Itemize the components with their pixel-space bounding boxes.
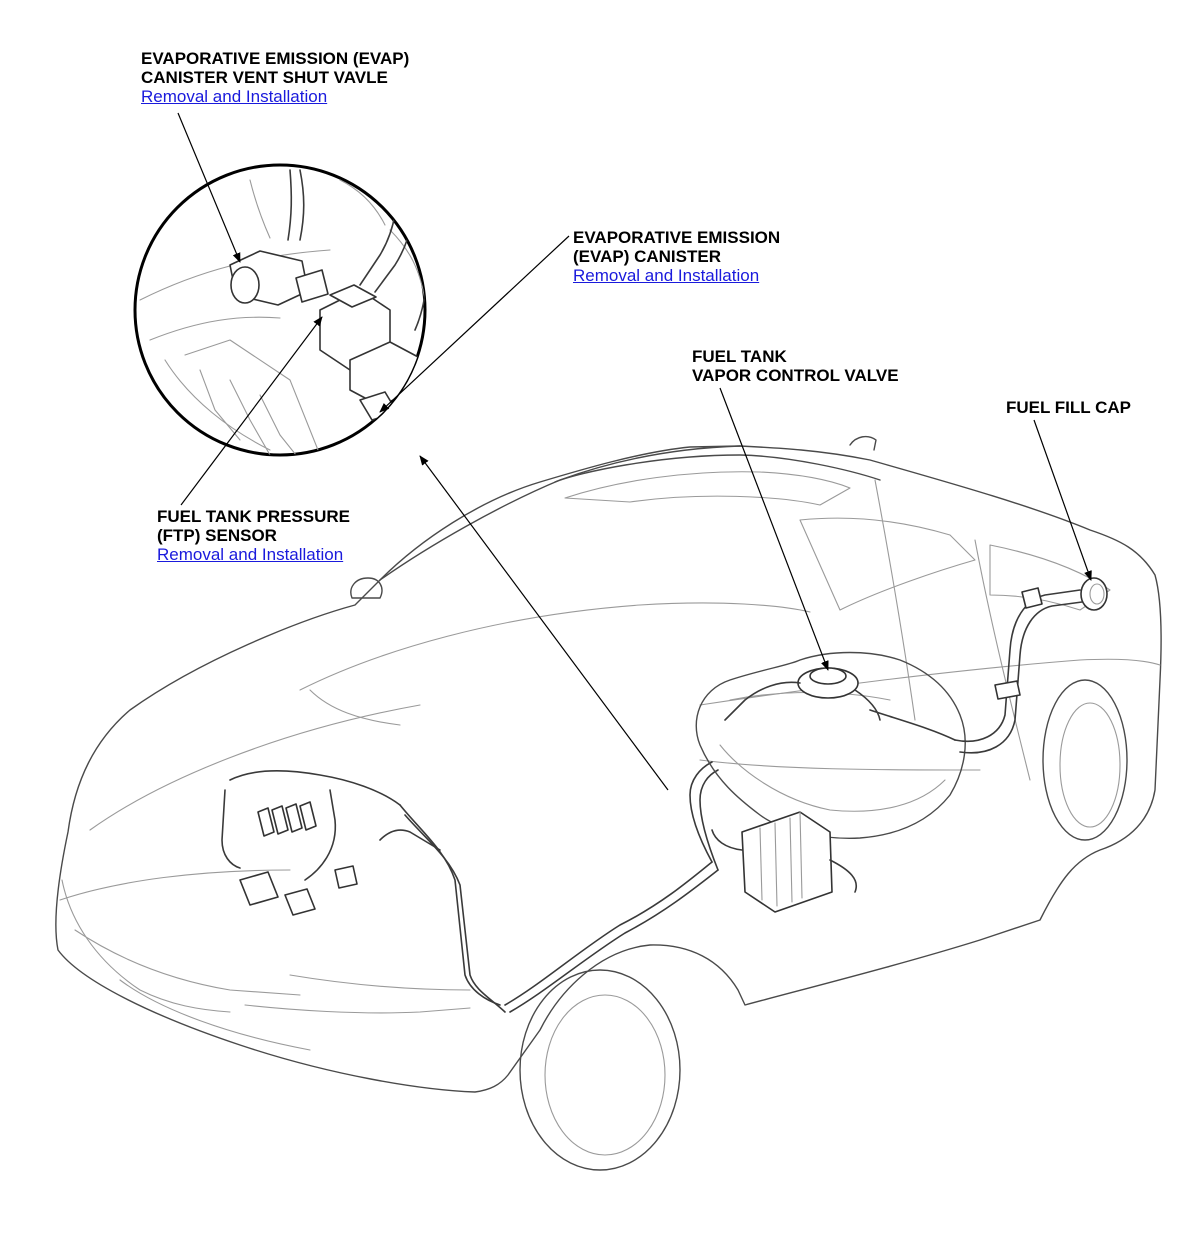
callout-line: CANISTER VENT SHUT VAVLE	[141, 68, 388, 87]
vapor-lines	[379, 761, 719, 1013]
callout-line: (FTP) SENSOR	[157, 526, 277, 545]
vent-valve-removal-link[interactable]: Removal and Installation	[141, 87, 328, 106]
callout-line: FUEL TANK PRESSURE	[157, 507, 351, 526]
zoom-arrow	[419, 455, 669, 791]
callout-evap-canister: EVAPORATIVE EMISSION (EVAP) CANISTER Rem…	[573, 228, 780, 286]
canister-removal-link[interactable]: Removal and Installation	[573, 266, 760, 285]
callout-line: VAPOR CONTROL VALVE	[692, 366, 899, 385]
callout-line: (EVAP) CANISTER	[573, 247, 721, 266]
car-body-outline	[55, 435, 1162, 1093]
callout-line: EVAPORATIVE EMISSION (EVAP)	[141, 49, 410, 68]
fuel-fill-cap-part	[1080, 577, 1108, 611]
callout-fuel-fill-cap: FUEL FILL CAP	[1006, 398, 1131, 417]
front-wheel	[519, 969, 681, 1171]
callout-evap-canister-vent-shut-valve: EVAPORATIVE EMISSION (EVAP) CANISTER VEN…	[141, 49, 409, 107]
leader-lines	[177, 112, 1092, 671]
callout-line: FUEL FILL CAP	[1006, 398, 1131, 417]
detail-zoom-view	[133, 163, 427, 457]
callout-line: EVAPORATIVE EMISSION	[573, 228, 781, 247]
ftp-sensor-removal-link[interactable]: Removal and Installation	[157, 545, 344, 564]
vapor-control-valve-part	[724, 667, 881, 721]
callout-fuel-tank-vapor-control-valve: FUEL TANK VAPOR CONTROL VALVE	[692, 347, 899, 385]
callout-line: FUEL TANK	[692, 347, 787, 366]
evap-canister-part	[711, 811, 857, 913]
rear-wheel	[1042, 679, 1128, 841]
filler-neck	[869, 587, 1083, 754]
callout-ftp-sensor: FUEL TANK PRESSURE (FTP) SENSOR Removal …	[157, 507, 350, 565]
engine-harness	[221, 770, 401, 916]
